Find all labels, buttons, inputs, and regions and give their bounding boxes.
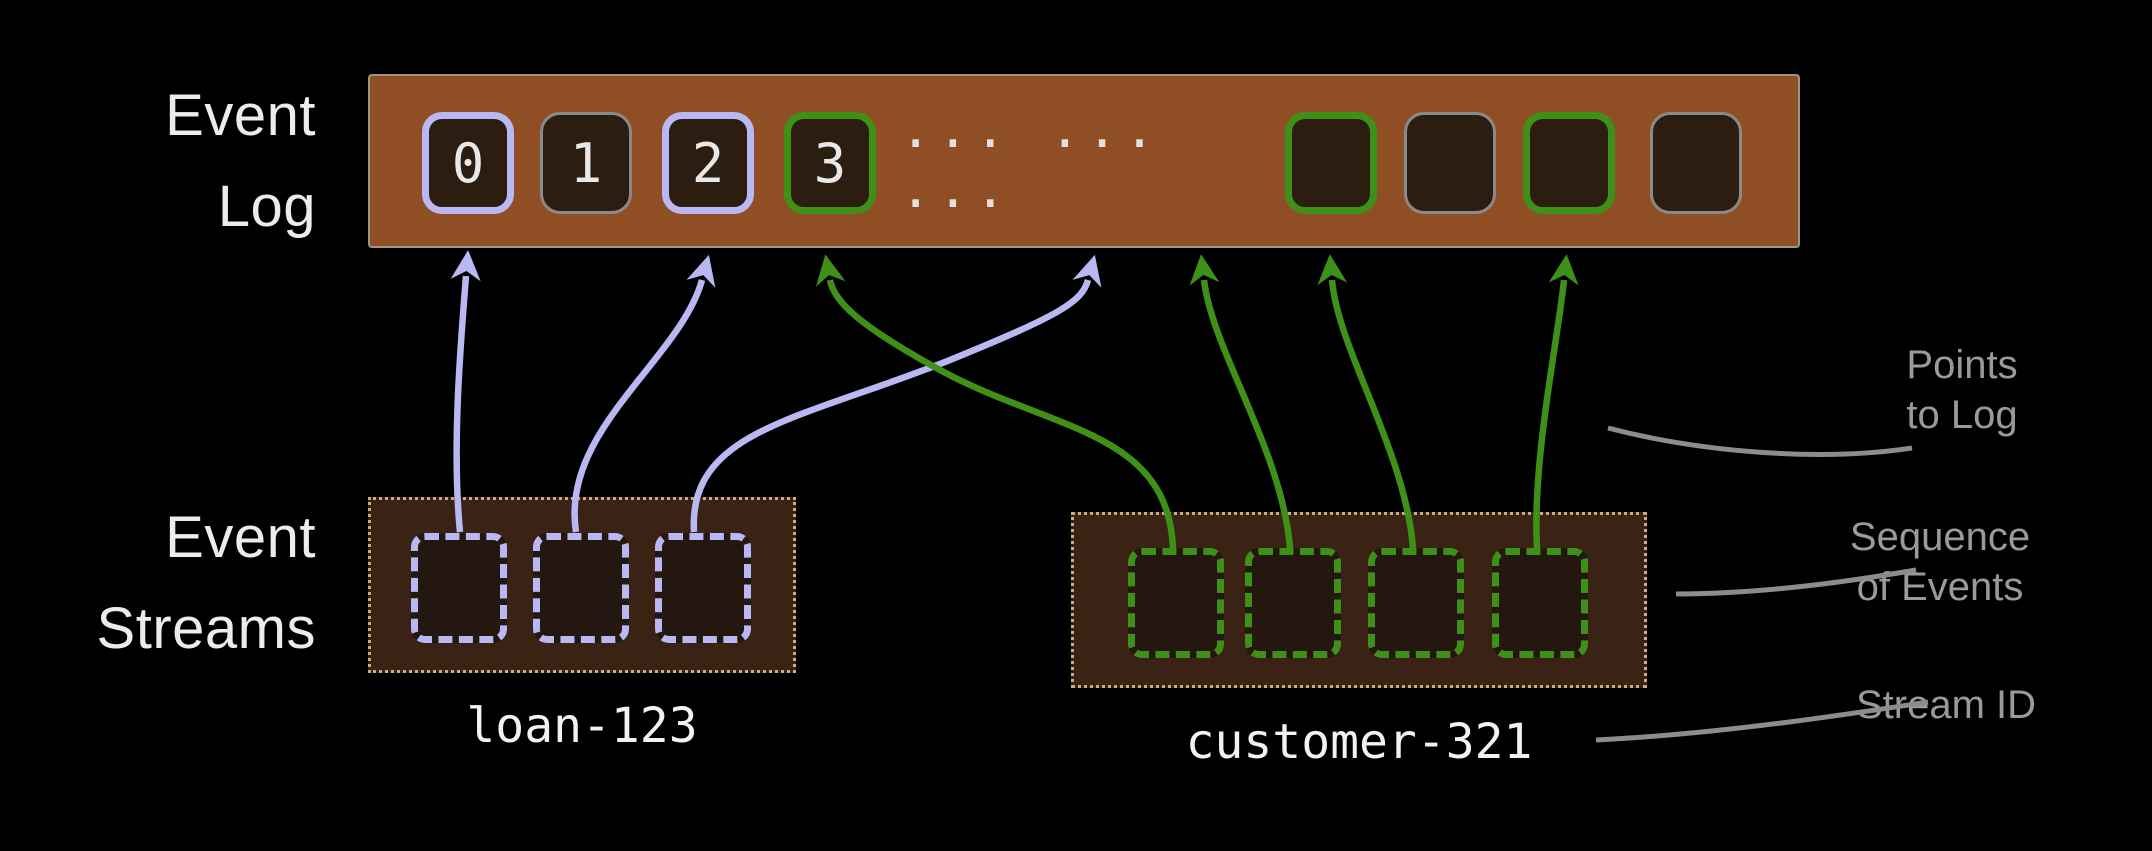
arrow-customer-event-1-to-log-cell-3 <box>815 254 1177 549</box>
annotation-sequence-of-events: Sequence of Events <box>1828 512 2052 612</box>
arrow-loan-event-1-to-log-cell-0 <box>450 250 481 533</box>
event-streams-label-line2: Streams <box>96 596 316 661</box>
log-cell-6 <box>1523 112 1615 214</box>
stream-event-square <box>533 533 629 643</box>
event-log-label-line2: Log <box>217 174 316 239</box>
stream-box-loan-123 <box>368 497 796 673</box>
arrow-customer-event-3-to-log-cell-4 <box>1317 254 1417 549</box>
stream-event-square <box>1245 548 1341 658</box>
event-streams-label-line1: Event <box>165 505 316 570</box>
stream-event-square <box>1368 548 1464 658</box>
event-log-label: Event Log <box>66 70 316 252</box>
event-log-bar: 0 1 2 3 ... ... ... <box>368 74 1800 248</box>
log-cell-2: 2 <box>662 112 754 214</box>
log-cell-0: 0 <box>422 112 514 214</box>
arrow-loan-event-3-to-log-ellipsis <box>690 254 1102 533</box>
annotation-sequence-line2: of Events <box>1856 565 2024 609</box>
log-cell-5 <box>1404 112 1496 214</box>
annotation-stream-id: Stream ID <box>1855 683 2037 727</box>
log-cell-4 <box>1285 112 1377 214</box>
stream-box-customer-321 <box>1071 512 1647 688</box>
log-cell-1: 1 <box>540 112 632 214</box>
log-cell-3: 3 <box>784 112 876 214</box>
stream-event-square <box>1492 548 1588 658</box>
arrow-points-to-log-callout <box>1607 425 1913 457</box>
event-streams-label: Event Streams <box>30 492 316 674</box>
annotation-points-line2: to Log <box>1906 393 2018 437</box>
annotation-points-line1: Points <box>1906 343 2018 387</box>
log-cell-7 <box>1650 112 1742 214</box>
arrow-customer-event-4-to-log-cell-6 <box>1533 254 1579 549</box>
stream-id-customer-321: customer-321 <box>1185 714 1533 770</box>
annotation-points-to-log: Points to Log <box>1872 340 2052 440</box>
stream-event-square <box>655 533 751 643</box>
stream-event-square <box>411 533 507 643</box>
event-log-label-line1: Event <box>165 83 316 148</box>
annotation-sequence-line1: Sequence <box>1849 515 2031 559</box>
arrow-loan-event-2-to-log-cell-2 <box>571 254 716 533</box>
stream-id-loan-123: loan-123 <box>466 698 698 754</box>
log-ellipsis: ... ... ... <box>900 100 1162 220</box>
arrow-customer-event-2-to-log-ellipsis <box>1189 254 1294 549</box>
stream-event-square <box>1128 548 1224 658</box>
